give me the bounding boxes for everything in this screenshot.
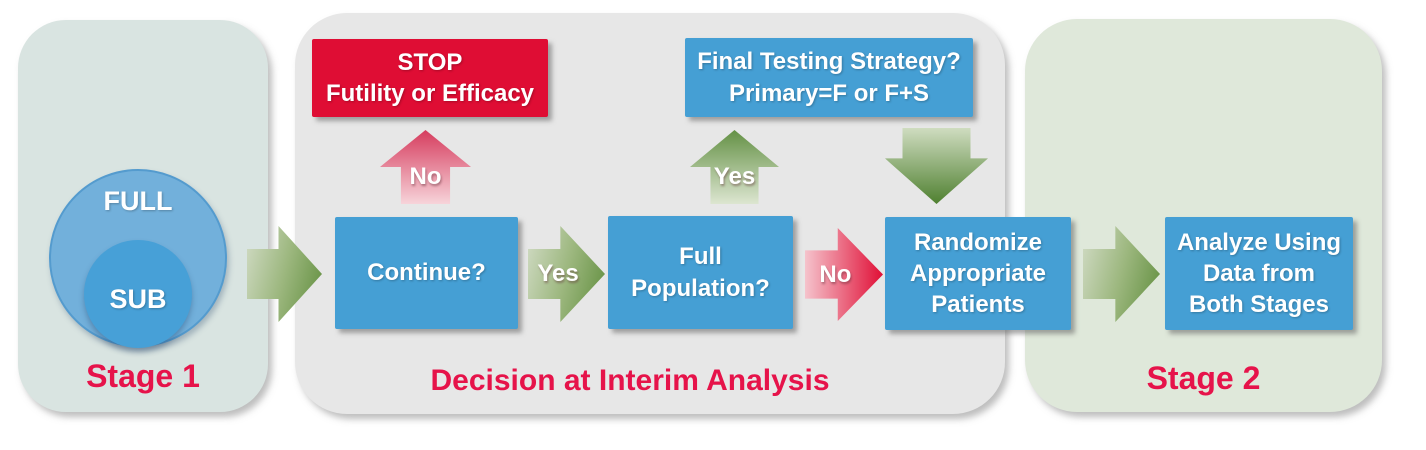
arrow-label-no: No xyxy=(819,260,852,288)
decision-label: Decision at Interim Analysis xyxy=(430,364,830,397)
final-strategy-box: Final Testing Strategy? Primary=F or F+S xyxy=(685,38,973,117)
arrow-label-yes: Yes xyxy=(537,260,579,287)
arrow-strategy-to-randomize xyxy=(885,128,988,204)
stage2-panel xyxy=(1025,19,1382,412)
arrow-randomize-to-analyze xyxy=(1083,226,1160,322)
right-arrow-icon xyxy=(1083,226,1160,322)
analyze-box: Analyze Using Data from Both Stages xyxy=(1165,217,1353,330)
sub-population-circle xyxy=(84,240,192,348)
right-arrow-icon xyxy=(247,226,322,322)
full-population-box: Full Population? xyxy=(608,216,793,329)
stop-box: STOP Futility or Efficacy xyxy=(312,39,548,117)
sub-circle-label: SUB xyxy=(109,284,167,314)
arrow-continue-yes-to-fullpop: Yes xyxy=(528,226,605,322)
arrow-label-yes: Yes xyxy=(713,162,756,190)
arrow-stage1-to-continue xyxy=(247,226,322,322)
stage1-label: Stage 1 xyxy=(86,358,200,394)
arrow-fullpop-yes-to-strategy: Yes xyxy=(690,130,779,204)
randomize-box: Randomize Appropriate Patients xyxy=(885,217,1071,330)
down-arrow-icon xyxy=(885,128,988,204)
full-circle-label: FULL xyxy=(103,186,173,216)
continue-box: Continue? xyxy=(335,217,518,329)
arrow-fullpop-no-to-randomize: No xyxy=(805,228,883,321)
arrow-continue-no-to-stop: No xyxy=(380,130,471,204)
arrow-label-no: No xyxy=(409,162,442,190)
stage2-label: Stage 2 xyxy=(1146,360,1261,396)
